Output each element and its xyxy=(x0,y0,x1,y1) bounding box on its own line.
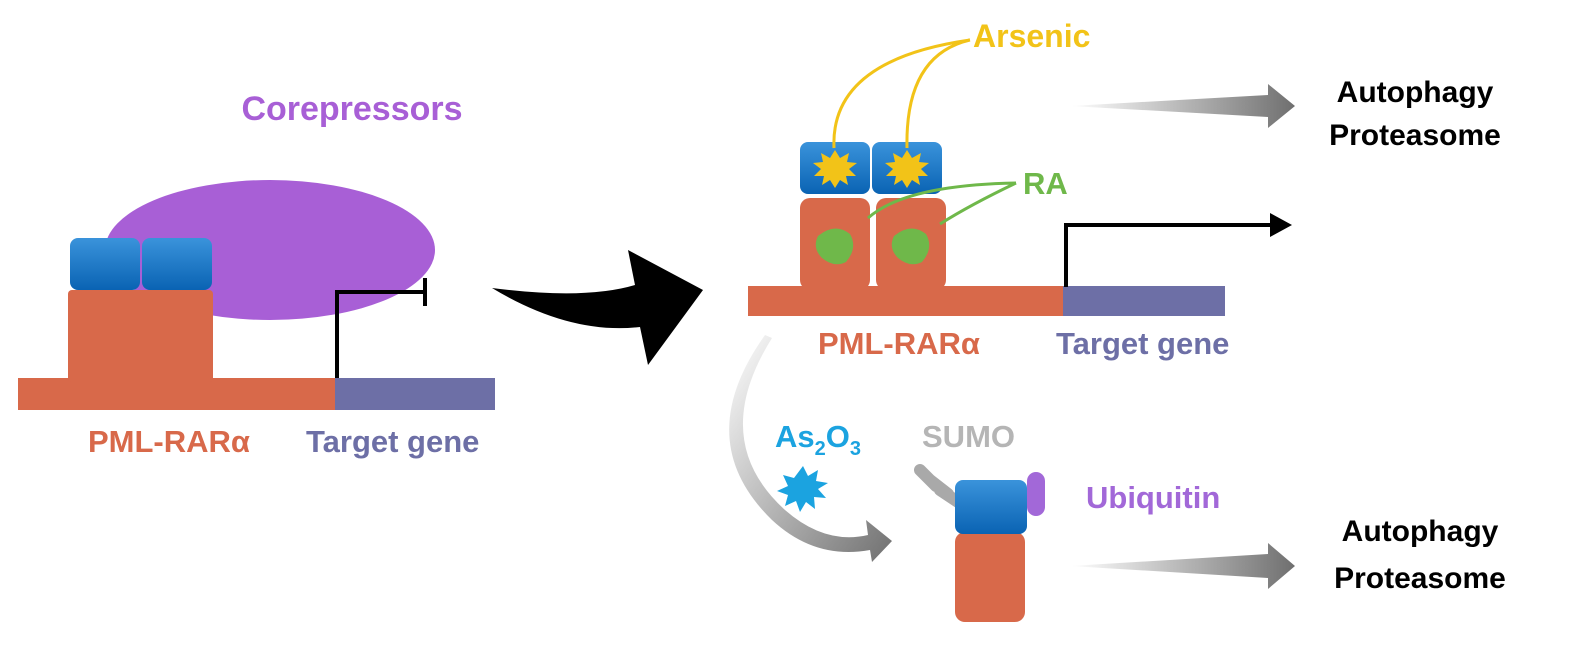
arsenic-pointer-lines xyxy=(832,38,971,149)
as2o3-starburst-icon xyxy=(777,466,828,512)
activation-arrowhead xyxy=(1270,213,1292,237)
autophagy-label-bottom: Autophagy xyxy=(1342,515,1499,548)
pml-domain-left-1 xyxy=(70,238,140,290)
sumo-label: SUMO xyxy=(922,419,1015,454)
as2o3-label: As2O3 xyxy=(775,419,861,460)
as2o3-prefix: As xyxy=(775,419,815,454)
target-gene-left xyxy=(335,378,495,410)
curved-pathway-arrow xyxy=(729,335,892,562)
arsenic-label: Arsenic xyxy=(973,18,1090,54)
as2o3-mid: O xyxy=(826,419,850,454)
degradation-arrow-top xyxy=(1070,84,1295,128)
right-bottom-panel: As2O3 SUMO Ubiquitin Autophagy Proteasom… xyxy=(729,335,1506,622)
pml-rara-label-right: PML-RARα xyxy=(818,326,980,361)
pml-domain-degraded xyxy=(955,480,1027,534)
proteasome-label-bottom: Proteasome xyxy=(1334,562,1506,595)
target-gene-right xyxy=(1063,286,1225,316)
degradation-arrow-bottom xyxy=(1070,543,1295,589)
target-gene-label-left: Target gene xyxy=(306,424,479,459)
sumo-chain xyxy=(914,464,964,508)
as2o3-sub-2: 3 xyxy=(850,438,861,460)
transition-arrow xyxy=(492,250,703,365)
target-gene-label-right: Target gene xyxy=(1056,326,1229,361)
left-panel: Corepressors PML-RARα Target gene xyxy=(18,90,495,459)
dna-strand-right xyxy=(748,286,1066,316)
proteasome-label-top: Proteasome xyxy=(1329,119,1501,152)
dna-strand-left xyxy=(18,378,338,410)
as2o3-sub-1: 2 xyxy=(815,438,826,460)
repression-promoter-symbol xyxy=(335,278,427,378)
ubiquitin-label: Ubiquitin xyxy=(1086,480,1220,515)
pml-domain-left-2 xyxy=(142,238,212,290)
activation-promoter-arrow xyxy=(1064,223,1275,287)
pml-rara-body-left xyxy=(68,290,213,382)
ra-molecule-2 xyxy=(891,228,930,265)
arsenic-starburst-1 xyxy=(813,150,857,188)
autophagy-label-top: Autophagy xyxy=(1337,76,1494,109)
pml-rara-label-left: PML-RARα xyxy=(88,424,250,459)
ubiquitin-tag xyxy=(1027,472,1045,516)
corepressors-label: Corepressors xyxy=(241,90,462,128)
arsenic-starburst-2 xyxy=(885,150,929,188)
ra-molecule-1 xyxy=(815,228,854,265)
ra-pointer-lines xyxy=(867,181,1017,226)
right-top-panel: Arsenic RA PML-RARα Target gene Autophag… xyxy=(748,18,1501,361)
pml-rara-body-degraded xyxy=(955,532,1025,622)
ra-label: RA xyxy=(1023,166,1068,201)
